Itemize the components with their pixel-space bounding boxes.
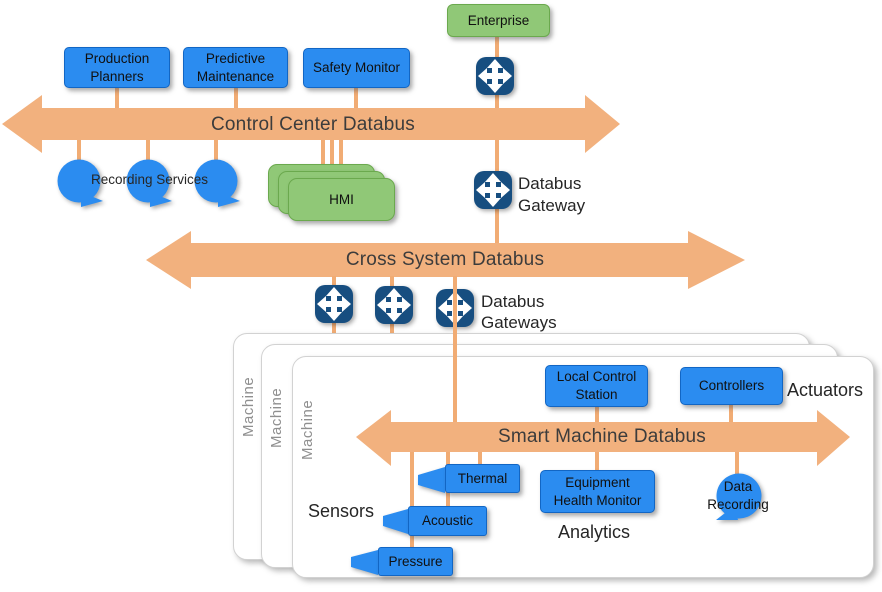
enterprise-gateway-icon: [476, 57, 514, 95]
acoustic-sensor-box: Acoustic: [408, 506, 487, 536]
enterprise-label: Enterprise: [467, 13, 530, 28]
machine-gateway-icon-1: [315, 285, 353, 323]
controllers-box: Controllers: [680, 367, 783, 405]
connector-recording-3: [214, 140, 218, 163]
safety-monitor-box: Safety Monitor: [303, 48, 410, 88]
machine-card-label: Machine: [268, 387, 285, 448]
analytics-label: Analytics: [558, 522, 631, 542]
equipment-health-monitor-label: Equipment Health Monitor: [553, 474, 642, 508]
data-recording-icon: [716, 473, 762, 520]
databus-gateways-label: Databus Gateways: [481, 292, 557, 332]
connector-recording-1: [77, 140, 81, 163]
machine-card-label: Machine: [299, 399, 316, 460]
connector-controllers-bus: [729, 403, 733, 422]
hmi-box-front: HMI: [288, 178, 395, 221]
sensors-label: Sensors: [308, 501, 375, 521]
connector-bus-ehm: [595, 452, 599, 470]
thermal-sensor-box: Thermal: [445, 464, 520, 493]
pressure-sensor-horn-icon: [351, 550, 378, 575]
connector-predictive-maintenance: [234, 88, 238, 108]
connector-bus-data-recording: [735, 452, 739, 477]
pressure-label: Pressure: [388, 553, 443, 569]
cross-system-databus-arrow: [146, 231, 745, 289]
smart-machine-databus-label: Smart Machine Databus: [497, 426, 707, 447]
actuators-label: Actuators: [787, 380, 864, 400]
connector-gateway3-smart-bus: [453, 276, 457, 422]
enterprise-box: Enterprise: [447, 4, 550, 37]
databus-gateway-icon: [474, 171, 512, 209]
predictive-maintenance-label: Predictive Maintenance: [196, 50, 275, 84]
equipment-health-monitor-box: Equipment Health Monitor: [540, 470, 655, 513]
connector-hmi-1: [321, 140, 325, 168]
connector-safety-monitor: [354, 88, 358, 108]
acoustic-label: Acoustic: [421, 513, 474, 529]
connector-lcs-bus: [595, 405, 599, 422]
thermal-sensor-horn-icon: [418, 467, 445, 493]
production-planners-box: Production Planners: [64, 47, 170, 88]
hmi-label: HMI: [329, 192, 354, 207]
smart-machine-databus-arrow: [356, 410, 850, 466]
cross-system-databus-label: Cross System Databus: [345, 249, 545, 270]
recording-service-icon: [194, 159, 240, 207]
control-center-databus-label: Control Center Databus: [210, 114, 416, 135]
machine-card-label: Machine: [240, 376, 257, 437]
connector-recording-2: [146, 140, 150, 163]
local-control-station-label: Local Control Station: [556, 369, 637, 402]
connector-production-planners: [115, 88, 119, 108]
recording-service-icon: [126, 159, 172, 207]
thermal-label: Thermal: [457, 470, 508, 486]
pressure-sensor-box: Pressure: [378, 547, 453, 576]
connector-bus-pressure: [410, 452, 414, 550]
local-control-station-box: Local Control Station: [545, 365, 648, 407]
control-center-databus-arrow: [2, 95, 620, 153]
controllers-label: Controllers: [698, 378, 765, 394]
recording-services-label: Recording Services: [91, 172, 209, 187]
connector-hmi-2: [330, 140, 334, 175]
predictive-maintenance-box: Predictive Maintenance: [183, 47, 288, 88]
safety-monitor-label: Safety Monitor: [312, 60, 401, 76]
databus-gateway-label: Databus Gateway: [518, 174, 586, 215]
connector-hmi-3: [339, 140, 343, 182]
machine-gateway-icon-2: [375, 286, 413, 324]
connector-bus-thermal: [478, 452, 482, 467]
data-recording-label: Data Recording: [707, 479, 769, 513]
recording-service-icon: [57, 159, 103, 207]
acoustic-sensor-horn-icon: [383, 509, 408, 534]
production-planners-label: Production Planners: [84, 50, 150, 84]
